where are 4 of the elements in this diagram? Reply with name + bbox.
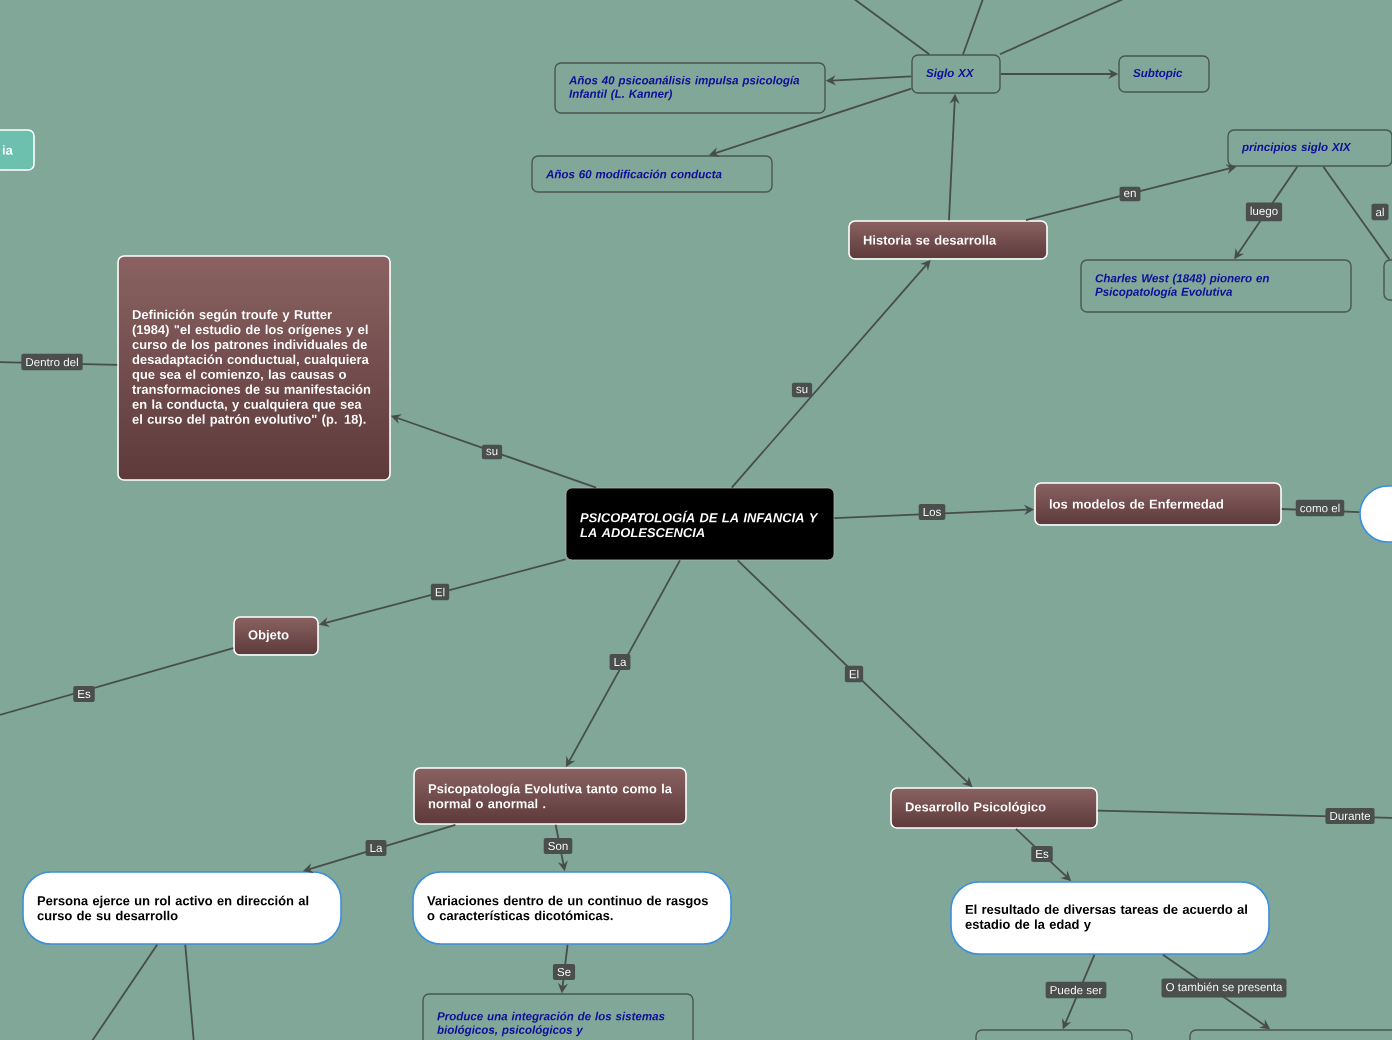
empty-box <box>1359 485 1392 543</box>
empty-box <box>975 1029 1133 1040</box>
empty-box <box>1383 259 1392 301</box>
empty-box <box>1189 1029 1392 1040</box>
